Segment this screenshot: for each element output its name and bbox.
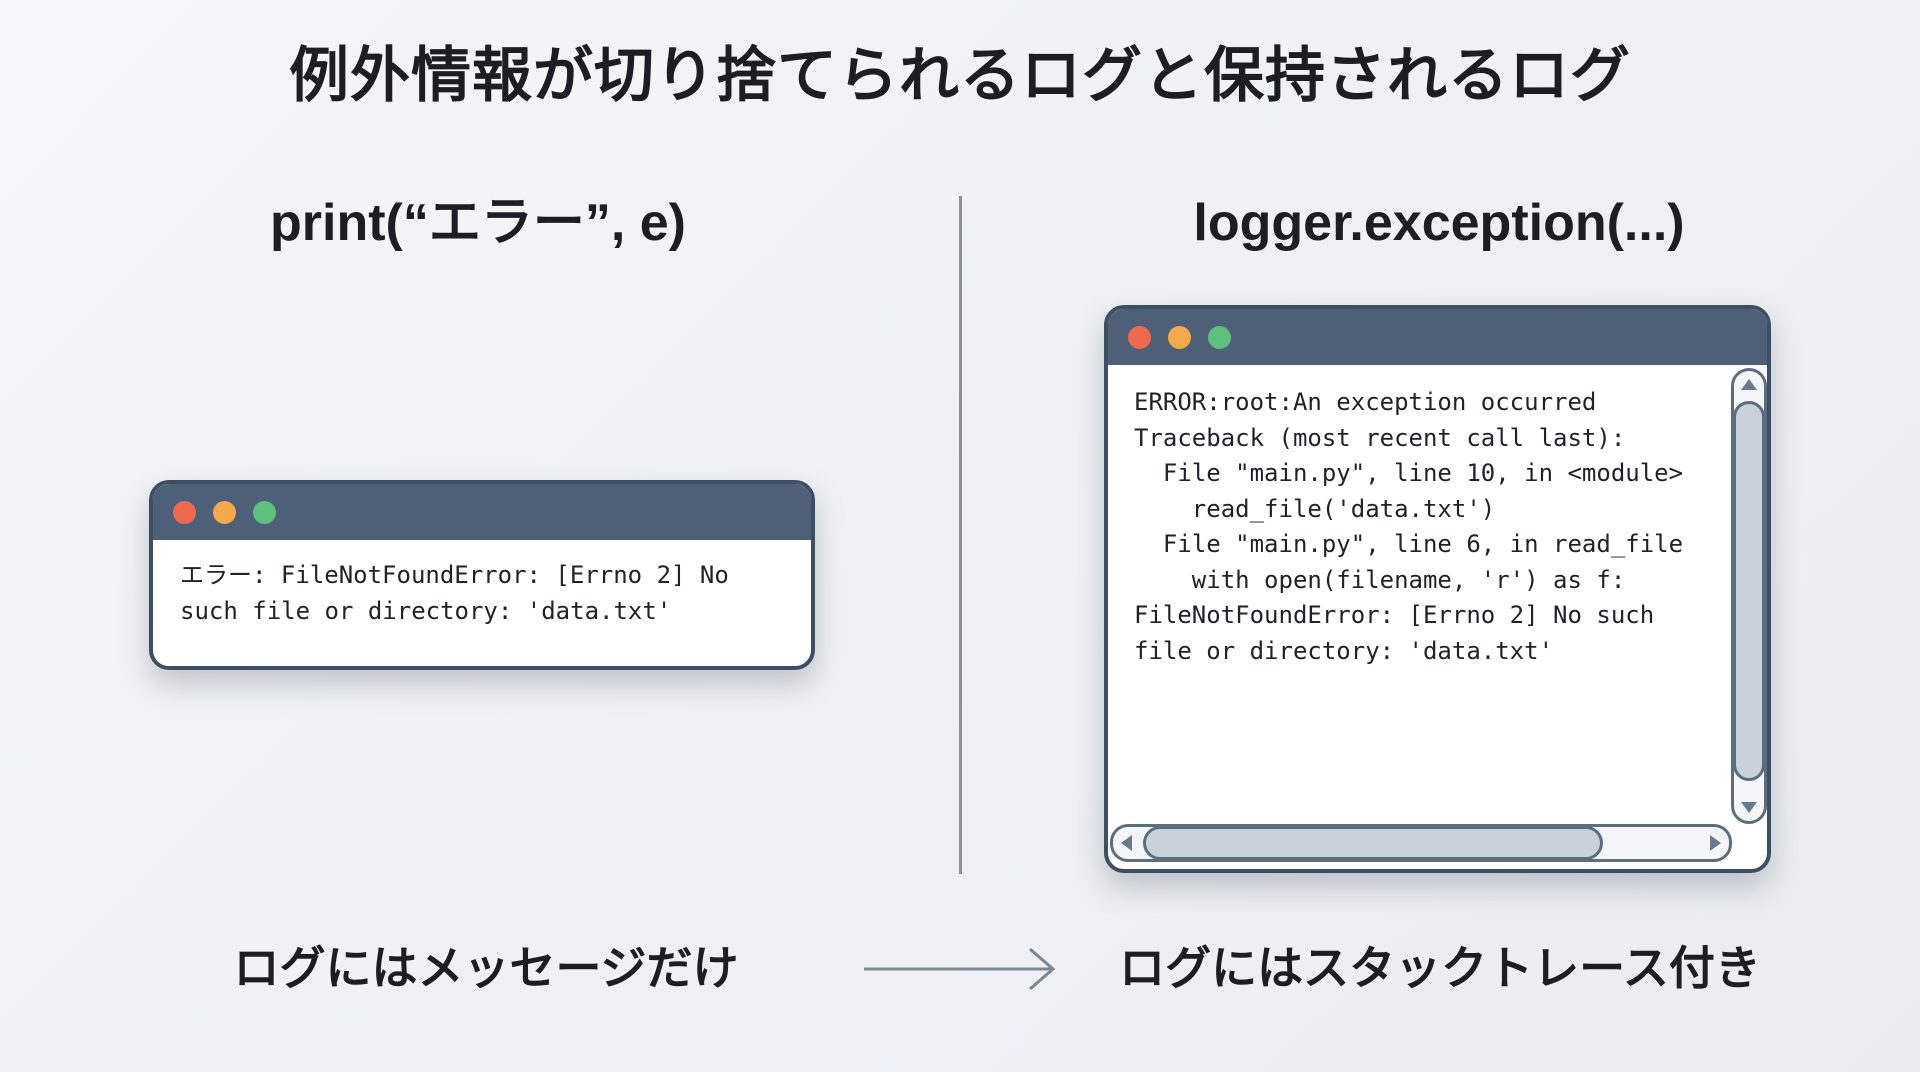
scroll-up-arrow-icon[interactable] (1741, 379, 1757, 390)
log-line: read_file('data.txt') (1134, 494, 1496, 523)
arrow-right-icon (864, 947, 1056, 991)
right-heading: logger.exception(...) (1193, 194, 1685, 252)
log-line: File "main.py", line 6, in read_file (1134, 530, 1684, 558)
left-heading: print(“エラー”, e) (270, 194, 686, 252)
log-line: FileNotFoundError: [Errno 2] No such (1134, 601, 1655, 629)
log-line: ERROR:root:An exception occurred (1134, 388, 1597, 416)
page-title: 例外情報が切り捨てられるログと保持されるログ (289, 41, 1631, 111)
log-line: with open(filename, 'r') as f: (1134, 565, 1626, 594)
minimize-dot-icon (213, 500, 236, 524)
divider (959, 196, 962, 874)
horizontal-scroll-thumb[interactable] (1143, 826, 1603, 860)
log-line: such file or directory: 'data.txt' (180, 596, 672, 625)
scroll-left-arrow-icon[interactable] (1121, 835, 1132, 851)
minimize-dot-icon (1168, 325, 1191, 349)
maximize-dot-icon (253, 500, 276, 524)
print-log-window: エラー: FileNotFoundError: [Errno 2] No such… (149, 480, 815, 670)
vertical-scroll-thumb[interactable] (1733, 401, 1765, 781)
log-line: File "main.py", line 10, in <module> (1134, 459, 1684, 487)
maximize-dot-icon (1208, 325, 1231, 349)
vertical-scrollbar[interactable] (1731, 368, 1767, 824)
close-dot-icon (1128, 325, 1151, 349)
window-titlebar (153, 484, 811, 540)
window-titlebar (1108, 309, 1767, 365)
close-dot-icon (173, 500, 196, 524)
horizontal-scrollbar[interactable] (1110, 824, 1732, 862)
left-caption: ログにはメッセージだけ (233, 941, 739, 995)
log-line: エラー: FileNotFoundError: [Errno 2] No (180, 561, 729, 589)
right-caption: ログにはスタックトレース付き (1119, 941, 1761, 995)
scroll-right-arrow-icon[interactable] (1710, 835, 1721, 851)
scroll-down-arrow-icon[interactable] (1741, 802, 1757, 813)
log-line: Traceback (most recent call last): (1134, 423, 1626, 452)
print-log-output: エラー: FileNotFoundError: [Errno 2] No such… (180, 558, 811, 629)
log-line: file or directory: 'data.txt' (1134, 636, 1554, 665)
